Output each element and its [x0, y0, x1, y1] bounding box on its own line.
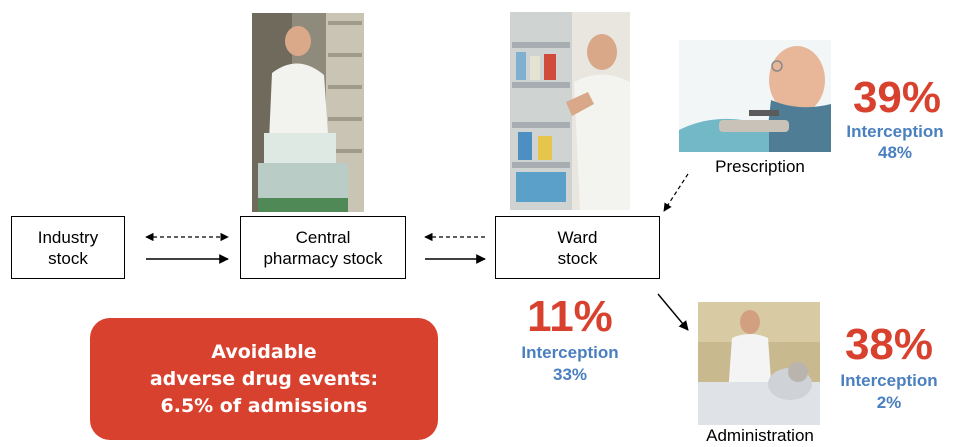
administration-interception-value: 2% [876, 393, 902, 412]
arrow-prescription-ward-dashed [663, 173, 689, 212]
ward-stock-photo [510, 12, 630, 210]
prescription-interception-label: Interception [846, 122, 944, 141]
ward-stock-box: Ward stock [495, 216, 660, 279]
central-pharmacy-photo [252, 13, 364, 212]
prescription-photo [679, 40, 831, 152]
ward-stock-line1: Ward [557, 227, 598, 247]
callout-line1: Avoidable [211, 340, 317, 363]
central-pharmacy-stock-box: Central pharmacy stock [240, 216, 406, 279]
administration-error-percent: 38% [844, 320, 934, 369]
callout-line2: adverse drug events: [149, 367, 379, 390]
ward-stock-line2: stock [557, 248, 598, 268]
administration-caption: Administration [706, 426, 814, 445]
industry-stock-line1: Industry [37, 227, 99, 247]
arrow-ward-administration-solid [657, 293, 689, 331]
ward-interception-label: Interception [521, 343, 619, 362]
industry-stock-line2: stock [48, 248, 88, 268]
callout-line3: 6.5% of admissions [160, 394, 368, 417]
prescription-caption: Prescription [715, 157, 805, 176]
administration-interception-label: Interception [840, 371, 938, 390]
ward-error-percent: 11% [527, 292, 613, 341]
ward-interception-value: 33% [552, 365, 588, 384]
central-pharmacy-line1: Central [295, 227, 351, 247]
industry-stock-box: Industry stock [11, 216, 125, 279]
adverse-events-callout: Avoidable adverse drug events: 6.5% of a… [90, 318, 438, 440]
prescription-interception-value: 48% [877, 143, 913, 162]
administration-photo [698, 302, 820, 425]
central-pharmacy-line2: pharmacy stock [263, 248, 383, 268]
prescription-error-percent: 39% [852, 73, 942, 122]
